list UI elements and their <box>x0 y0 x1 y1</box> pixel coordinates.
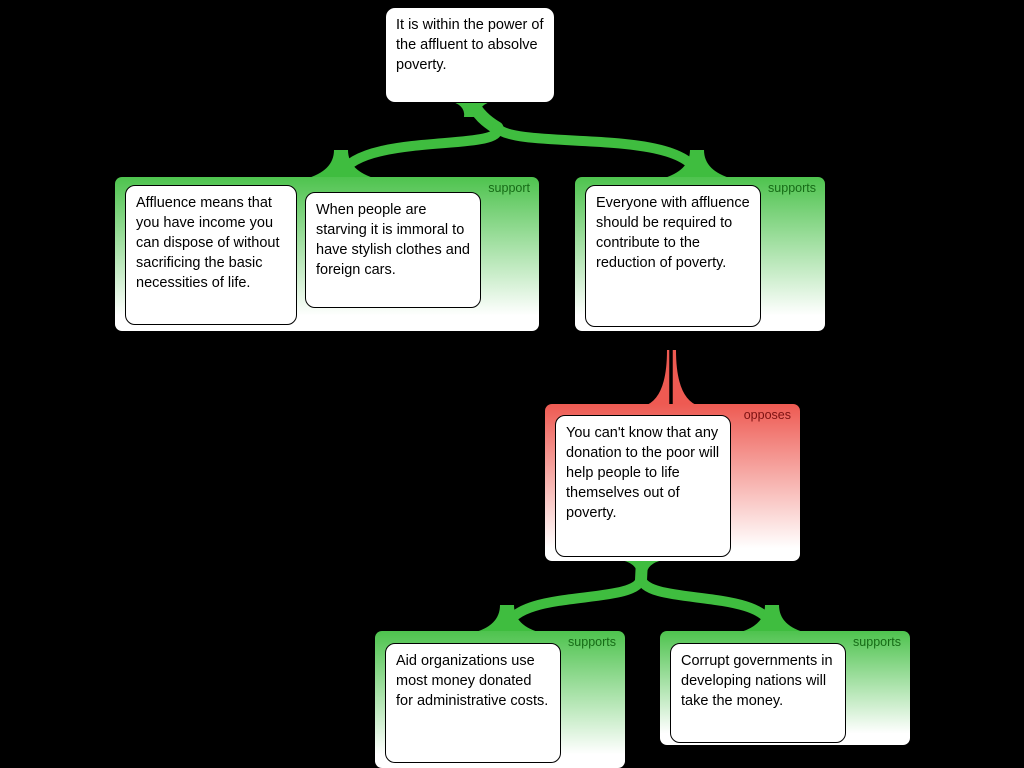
support-branch-right <box>492 123 702 177</box>
claim-aid-admin-costs[interactable]: Aid organizations use most money donated… <box>385 643 561 763</box>
bottom-branch-left <box>502 573 646 633</box>
support-group-left[interactable]: support Affluence means that you have in… <box>115 177 539 331</box>
bottom-branch-right-flare <box>737 605 807 633</box>
oppose-group[interactable]: opposes You can't know that any donation… <box>545 404 800 561</box>
support-branch-left-flare <box>305 150 377 179</box>
support-group-bottom-right[interactable]: supports Corrupt governments in developi… <box>660 631 910 745</box>
support-branch-right-flare <box>661 150 733 179</box>
claim-donation-doubt[interactable]: You can't know that any donation to the … <box>555 415 731 557</box>
support-group-bottom-right-label: supports <box>853 635 901 649</box>
support-group-right-label: supports <box>768 181 816 195</box>
claim-corrupt-governments[interactable]: Corrupt governments in developing nation… <box>670 643 846 743</box>
claim-root[interactable]: It is within the power of the affluent t… <box>385 7 555 103</box>
claim-affluence-definition[interactable]: Affluence means that you have income you… <box>125 185 297 325</box>
claim-required-contribution[interactable]: Everyone with affluence should be requir… <box>585 185 761 327</box>
bottom-branch-right <box>636 573 777 633</box>
bottom-branch-left-flare <box>472 605 542 633</box>
oppose-group-label: opposes <box>743 408 791 422</box>
support-branch-left <box>336 123 503 179</box>
support-group-bottom-left-label: supports <box>568 635 616 649</box>
claim-starving-immoral[interactable]: When people are starving it is immoral t… <box>305 192 481 308</box>
support-group-left-label: support <box>488 181 530 195</box>
support-group-right[interactable]: supports Everyone with affluence should … <box>575 177 825 331</box>
support-group-bottom-left[interactable]: supports Aid organizations use most mone… <box>375 631 625 768</box>
